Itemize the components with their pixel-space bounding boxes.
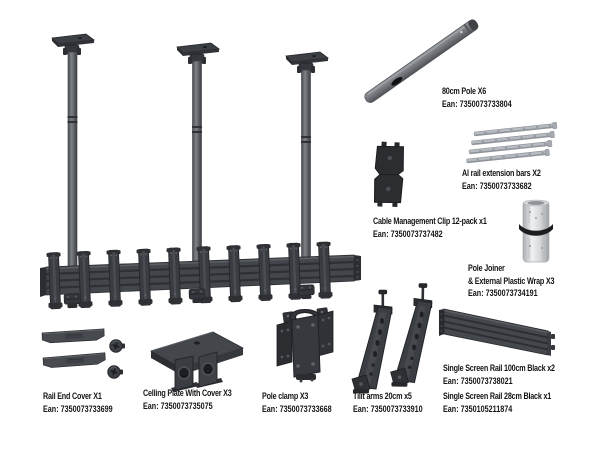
product-ean: Ean: 7350073733910 [353, 403, 423, 414]
product-ean: Ean: 7350073735075 [143, 400, 213, 411]
ceiling-pole-graphic-2 [176, 42, 220, 262]
label-screen-rail-28cm: Single Screen Rail 28cm Black x1 Ean: 73… [443, 390, 551, 415]
product-ean: Ean: 7350073737482 [373, 228, 443, 239]
product-name: Single Screen Rail 28cm Black x1 [443, 391, 552, 401]
label-cable-clip: Cable Management Clip 12-pack x1 Ean: 73… [373, 215, 487, 240]
ceiling-plate-cover-graphic [149, 331, 245, 392]
label-al-extension-bars: Al rail extension bars X2 Ean: 735007373… [462, 167, 541, 192]
ceiling-pole-graphic-1 [51, 33, 95, 269]
label-pole-joiner: Pole Joiner & External Plastic Wrap X3 E… [468, 262, 555, 300]
pole-joiner-graphic [519, 199, 553, 263]
product-name: 80cm Pole X6 [442, 86, 487, 96]
screw-icon [109, 338, 126, 354]
product-ean: Ean: 7350073733699 [43, 403, 113, 414]
product-name: Pole clamp X3 [262, 391, 309, 401]
label-ceiling-plate: Celling Plate With Cover X3 Ean: 7350073… [143, 387, 232, 412]
label-rail-end-cover: Rail End Cover X1 Ean: 7350073733699 [43, 390, 113, 415]
product-ean: Ean: 7350073733682 [462, 180, 532, 191]
screw-icon [107, 364, 124, 380]
product-name: Pole Joiner [468, 263, 505, 273]
label-pole-clamp: Pole clamp X3 Ean: 7350073733668 [262, 390, 332, 415]
tilt-arms-graphic [351, 282, 433, 394]
label-screen-rail-100cm: Single Screen Rail 100cm Black x2 Ean: 7… [443, 362, 555, 387]
label-tilt-arms: Tilit arms 20cm x5 Ean: 7350073733910 [353, 390, 423, 415]
cable-clip-graphic [373, 141, 404, 207]
rail-end-covers-graphic [41, 328, 126, 380]
product-ean: Ean: 7350073733804 [442, 98, 512, 109]
product-name: Celling Plate With Cover X3 [143, 388, 232, 398]
ceiling-pole-graphic-3 [285, 51, 329, 258]
product-name: Tilit arms 20cm x5 [353, 391, 412, 401]
pole-80cm-graphic [364, 19, 479, 103]
product-name: Al rail extension bars X2 [462, 168, 541, 178]
product-ean: Ean: 7350073734191 [468, 288, 538, 298]
product-ean: Ean: 7350073733668 [262, 403, 332, 414]
product-name: & External Plastic Wrap X3 [468, 275, 555, 286]
al-extension-bars-graphic [465, 121, 558, 165]
pole-clamp-graphic [276, 307, 334, 383]
screen-rail-graphic [439, 308, 555, 356]
product-ean: Ean: 7350105211874 [443, 403, 513, 414]
main-assembly-graphic [40, 33, 361, 310]
product-name: Rail End Cover X1 [43, 391, 102, 401]
product-ean: Ean: 7350073738021 [443, 375, 513, 386]
product-name: Cable Management Clip 12-pack x1 [373, 216, 487, 226]
product-name: Single Screen Rail 100cm Black x2 [443, 363, 555, 373]
label-pole-80cm: 80cm Pole X6 Ean: 7350073733804 [442, 85, 512, 110]
